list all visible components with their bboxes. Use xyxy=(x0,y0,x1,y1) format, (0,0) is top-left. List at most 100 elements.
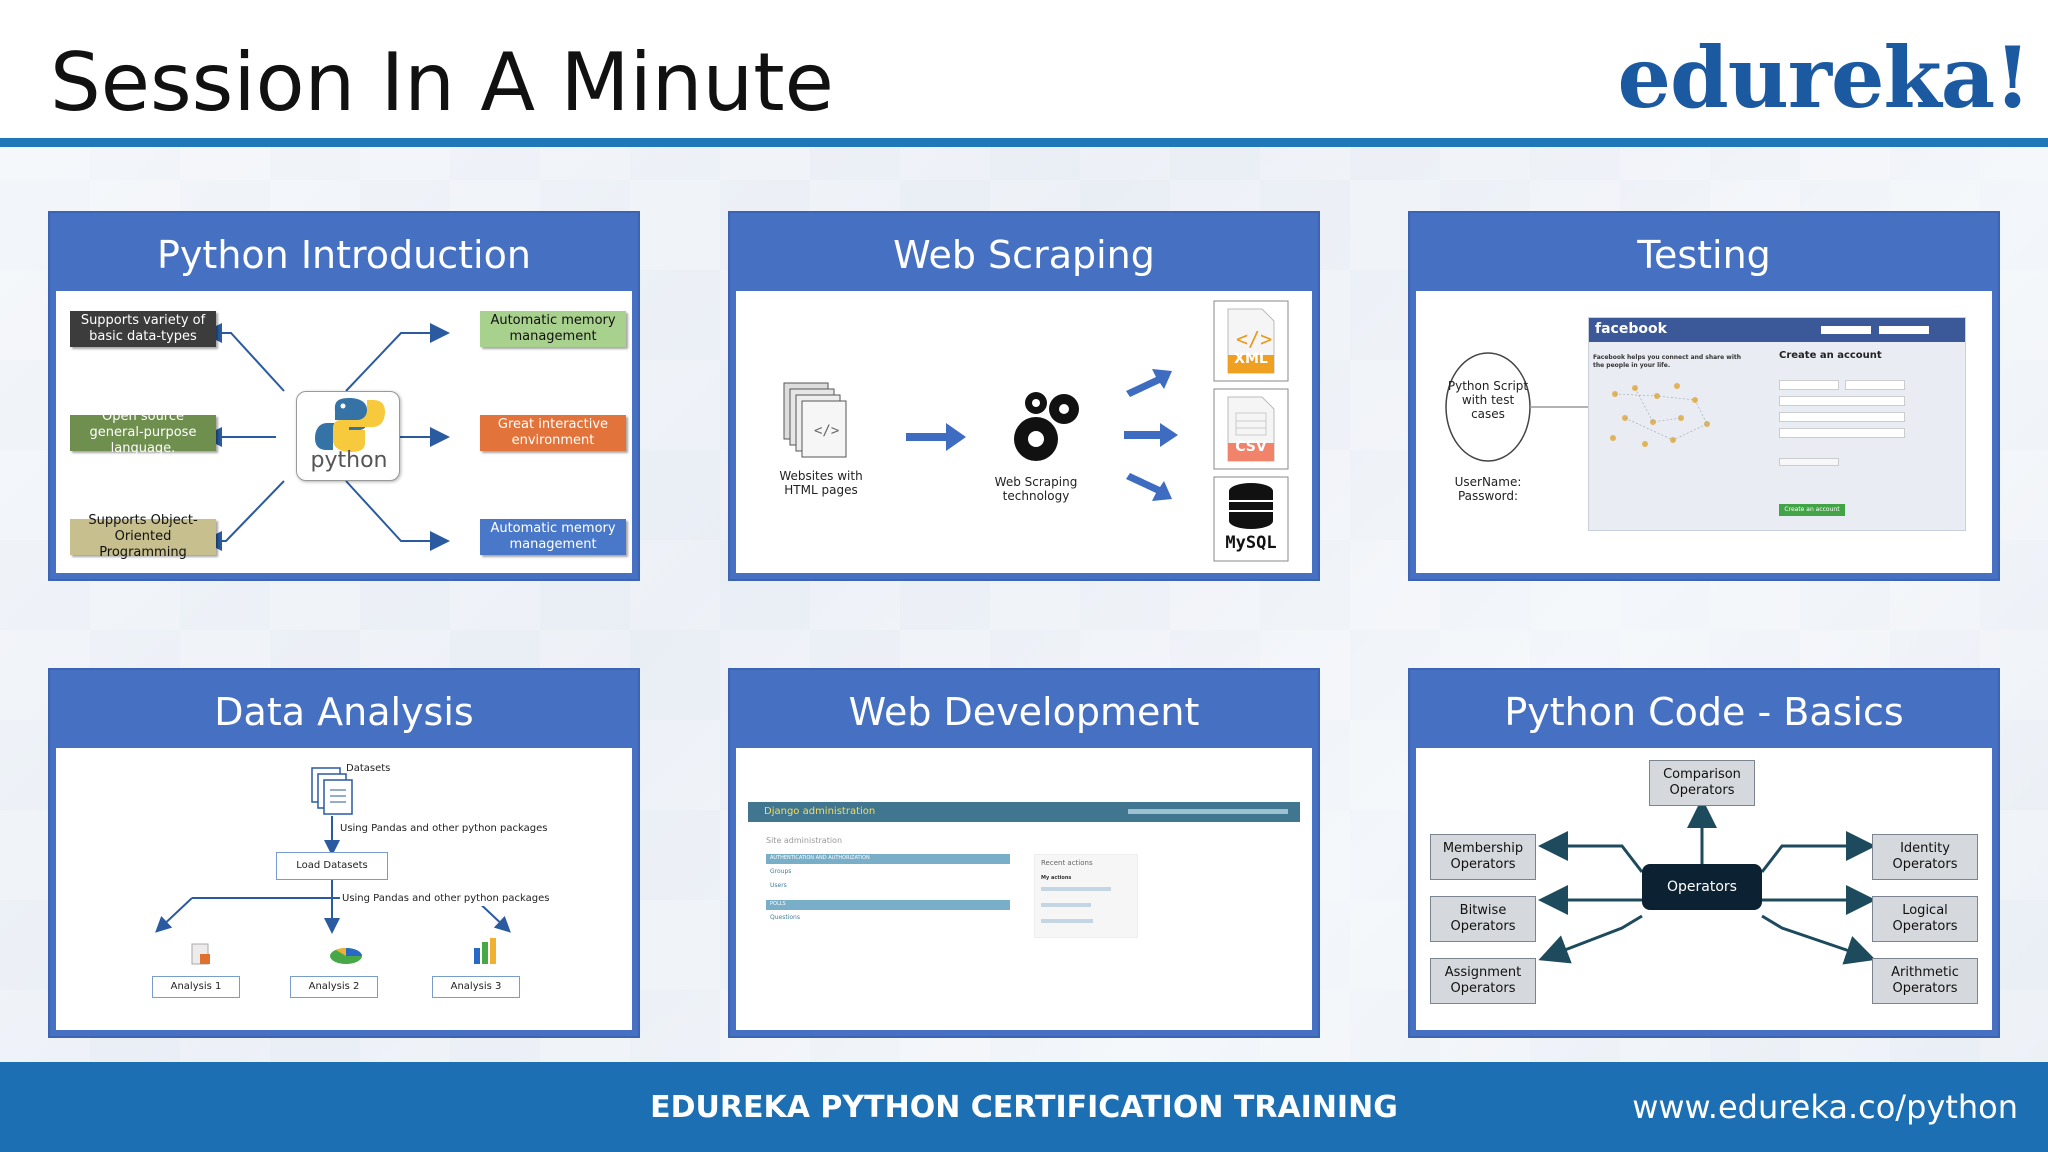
arithmetic-operators-box: Arithmetic Operators xyxy=(1872,958,1978,1004)
my-actions-title: My actions xyxy=(1041,875,1072,881)
using-pandas-label-2: Using Pandas and other python packages xyxy=(340,892,552,906)
facebook-header: facebook xyxy=(1589,318,1965,342)
feature-box-memory: Automatic memory management xyxy=(480,311,626,347)
recent-actions-panel: Recent actions My actions xyxy=(1034,854,1138,938)
card-python-code-basics: Python Code - Basics Comparison Operator… xyxy=(1408,668,2000,1038)
csv-file-icon xyxy=(1213,388,1289,470)
arrow-right-icon-2 xyxy=(1124,423,1178,447)
python-logo: python xyxy=(296,391,400,481)
card-testing: Testing Python Script with test cases Us… xyxy=(1408,211,2000,581)
csv-label: CSV xyxy=(1235,439,1267,455)
polls-section-header: POLLS xyxy=(766,900,1010,910)
password-field[interactable] xyxy=(1879,326,1929,334)
datasets-icon xyxy=(311,767,353,815)
html-pages-icon: </> xyxy=(783,382,847,458)
card-data-analysis: Data Analysis xyxy=(48,668,640,1038)
slide-title: Session In A Minute xyxy=(50,36,834,129)
create-account-button[interactable]: Create an account xyxy=(1779,504,1845,516)
card-body: Supports variety of basic data-types Ope… xyxy=(56,291,632,573)
credentials-label: UserName: Password: xyxy=(1454,475,1522,503)
groups-row[interactable]: Groups xyxy=(770,868,792,875)
feature-box-memory-2: Automatic memory management xyxy=(480,519,626,555)
users-row[interactable]: Users xyxy=(770,882,787,889)
membership-operators-box: Membership Operators xyxy=(1430,834,1536,880)
recent-actions-title: Recent actions xyxy=(1041,859,1093,867)
card-title: Python Introduction xyxy=(157,233,531,277)
analysis-3-box: Analysis 3 xyxy=(432,976,520,998)
feature-box-interactive: Great interactive environment xyxy=(480,415,626,451)
polls-section-title: POLLS xyxy=(770,901,786,907)
xml-file-icon: </> xyxy=(1213,300,1289,382)
recent-action-3[interactable] xyxy=(1041,919,1093,923)
arrow-down-right-icon xyxy=(1126,473,1172,501)
questions-row[interactable]: Questions xyxy=(770,914,800,921)
python-snake-icon xyxy=(315,398,385,452)
logical-operators-box: Logical Operators xyxy=(1872,896,1978,942)
card-title: Web Development xyxy=(848,690,1200,734)
operators-center-box: Operators xyxy=(1642,864,1762,910)
mysql-label: MySQL xyxy=(1225,533,1277,553)
websites-label: Websites with HTML pages xyxy=(779,469,863,497)
svg-text:</>: </> xyxy=(814,423,839,439)
birthday-select[interactable] xyxy=(1779,458,1839,466)
using-pandas-label-1: Using Pandas and other python packages xyxy=(340,823,548,834)
arrow-up-right-icon xyxy=(1126,369,1172,397)
card-body: Datasets Using Pandas and other python p… xyxy=(56,748,632,1030)
slide-footer: EDUREKA PYTHON CERTIFICATION TRAINING ww… xyxy=(0,1062,2048,1152)
new-password-field[interactable] xyxy=(1779,428,1905,438)
testing-diagram xyxy=(1445,352,1588,462)
site-admin-label: Site administration xyxy=(766,836,843,845)
analysis-icon-3 xyxy=(474,938,496,964)
feature-box-data-types: Supports variety of basic data-types xyxy=(70,311,216,347)
slide-header: Session In A Minute edureka! xyxy=(0,0,2048,140)
email-field[interactable] xyxy=(1821,326,1871,334)
reenter-mobile-field[interactable] xyxy=(1779,412,1905,422)
facebook-tagline: Facebook helps you connect and share wit… xyxy=(1593,354,1742,369)
assignment-operators-box: Assignment Operators xyxy=(1430,958,1536,1004)
recent-action-2[interactable] xyxy=(1041,903,1091,907)
gears-icon xyxy=(1014,392,1079,461)
header-divider xyxy=(0,138,2048,147)
facebook-page: facebook Facebook helps you connect and … xyxy=(1588,317,1966,531)
auth-section-header: AUTHENTICATION AND AUTHORIZATION xyxy=(766,854,1010,864)
recent-action-1[interactable] xyxy=(1041,887,1111,891)
load-datasets-box: Load Datasets xyxy=(276,852,388,880)
feature-box-oop: Supports Object-Oriented Programming xyxy=(70,513,216,560)
footer-course-title: EDUREKA PYTHON CERTIFICATION TRAINING xyxy=(650,1090,1398,1125)
card-web-development: Web Development Django administration Si… xyxy=(728,668,1320,1038)
card-title: Web Scraping xyxy=(893,233,1155,277)
python-script-label: Python Script with test cases xyxy=(1447,379,1529,421)
mysql-db-icon xyxy=(1213,476,1289,562)
card-web-scraping: Web Scraping </> xyxy=(728,211,1320,581)
card-title: Data Analysis xyxy=(214,690,474,734)
mobile-field[interactable] xyxy=(1779,396,1905,406)
card-title: Python Code - Basics xyxy=(1504,690,1904,734)
django-admin-header: Django administration xyxy=(748,802,1300,822)
operators-diagram xyxy=(1538,798,1876,965)
card-body: Python Script with test cases UserName: … xyxy=(1416,291,1992,573)
django-admin-title: Django administration xyxy=(764,806,876,817)
card-title: Testing xyxy=(1637,233,1771,277)
analysis-1-box: Analysis 1 xyxy=(152,976,240,998)
identity-operators-box: Identity Operators xyxy=(1872,834,1978,880)
surname-field[interactable] xyxy=(1845,380,1905,390)
comparison-operators-box: Comparison Operators xyxy=(1649,760,1755,806)
footer-url[interactable]: www.edureka.co/python xyxy=(1632,1088,2018,1126)
card-body: Django administration Site administratio… xyxy=(736,748,1312,1030)
bitwise-operators-box: Bitwise Operators xyxy=(1430,896,1536,942)
scraping-diagram: </> </> xyxy=(783,300,1289,562)
analysis-2-box: Analysis 2 xyxy=(290,976,378,998)
arrow-right-icon xyxy=(906,423,966,451)
datasets-label: Datasets xyxy=(346,763,391,774)
python-logo-text: python xyxy=(310,448,388,473)
analysis-icon-1 xyxy=(191,943,210,965)
auth-section-title: AUTHENTICATION AND AUTHORIZATION xyxy=(770,855,870,861)
svg-text:</>: </> xyxy=(1236,327,1272,351)
card-body: Comparison Operators Membership Operator… xyxy=(1416,748,1992,1030)
xml-label: XML xyxy=(1234,351,1268,367)
user-tools[interactable] xyxy=(1128,809,1288,814)
scraping-tech-label: Web Scraping technology xyxy=(994,475,1078,503)
first-name-field[interactable] xyxy=(1779,380,1839,390)
feature-box-open-source: Open source general-purpose language. xyxy=(70,409,216,456)
card-python-introduction: Python Introduction Supports variety of … xyxy=(48,211,640,581)
